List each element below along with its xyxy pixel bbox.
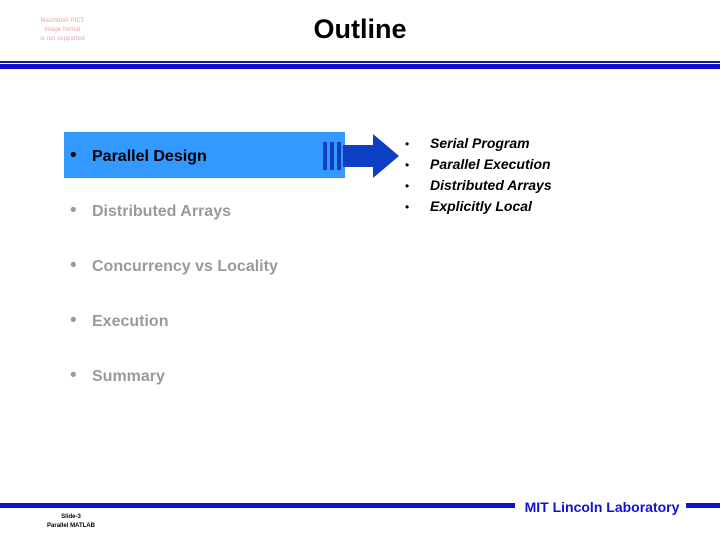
arrow-stripe-icon — [323, 142, 327, 170]
macintosh-pict-placeholder: Macintosh PICT image format is not suppo… — [29, 11, 96, 49]
detail-item-distributed-arrays: • Distributed Arrays — [405, 178, 552, 199]
slide-number: Slide-3 — [61, 514, 81, 520]
bullet-icon: • — [70, 200, 77, 221]
bullet-icon: • — [405, 200, 410, 214]
detail-item-explicitly-local: • Explicitly Local — [405, 199, 552, 220]
detail-item-label: Parallel Execution — [430, 156, 551, 172]
footer-divider-right — [686, 503, 720, 508]
bullet-icon: • — [70, 255, 77, 276]
detail-item-parallel-execution: • Parallel Execution — [405, 157, 552, 178]
outline-item-execution[interactable]: • Execution — [70, 311, 168, 330]
detail-item-label: Explicitly Local — [430, 198, 532, 214]
arrow-stripe-icon — [337, 142, 341, 170]
pict-placeholder-line-1: Macintosh PICT — [40, 18, 85, 24]
outline-item-label: Summary — [92, 368, 165, 385]
arrow-stripe-icon — [330, 142, 334, 170]
outline-item-summary[interactable]: • Summary — [70, 366, 165, 385]
outline-item-label: Parallel Design — [92, 148, 207, 165]
outline-item-parallel-design[interactable]: • Parallel Design — [70, 146, 207, 165]
bullet-icon: • — [405, 179, 410, 193]
detail-item-label: Serial Program — [430, 135, 530, 151]
bullet-icon: • — [405, 158, 410, 172]
detail-item-label: Distributed Arrays — [430, 177, 552, 193]
bullet-icon: • — [405, 137, 410, 151]
right-arrow-graphic — [323, 134, 401, 178]
outline-item-distributed-arrays[interactable]: • Distributed Arrays — [70, 201, 231, 220]
pict-placeholder-line-3: is not supported — [40, 36, 85, 42]
footer-divider-left — [0, 503, 515, 508]
bullet-icon: • — [70, 365, 77, 386]
header-divider-thin — [0, 61, 720, 63]
pict-placeholder-line-2: image format — [44, 27, 81, 33]
page-title: Outline — [313, 14, 407, 44]
detail-list: • Serial Program • Parallel Execution • … — [405, 136, 552, 220]
header-divider-thick — [0, 64, 720, 69]
deck-name: Parallel MATLAB — [47, 523, 95, 529]
footer-slide-info: Slide-3 Parallel MATLAB — [25, 513, 117, 531]
outline-item-concurrency-vs-locality[interactable]: • Concurrency vs Locality — [70, 256, 278, 275]
detail-item-serial-program: • Serial Program — [405, 136, 552, 157]
bullet-icon: • — [70, 145, 77, 166]
outline-item-label: Distributed Arrays — [92, 203, 231, 220]
active-item-highlight-band — [64, 132, 345, 178]
arrow-head-icon — [343, 134, 399, 178]
bullet-icon: • — [70, 310, 77, 331]
outline-item-label: Execution — [92, 313, 169, 330]
footer-brand: MIT Lincoln Laboratory — [524, 499, 680, 515]
outline-item-label: Concurrency vs Locality — [92, 258, 278, 275]
